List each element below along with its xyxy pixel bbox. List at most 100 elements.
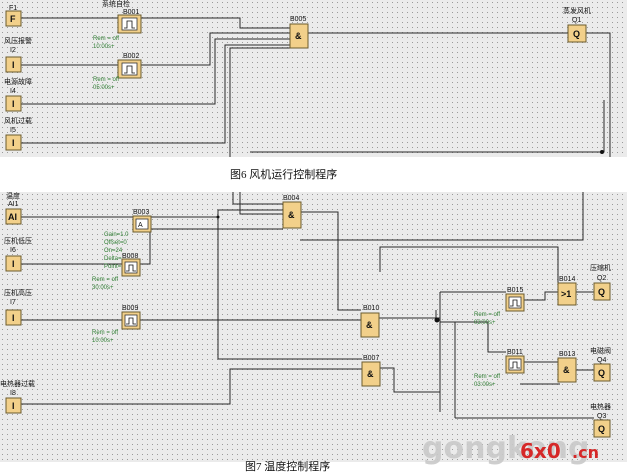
fig7-input-I7[interactable]: 压机高压 I7 I	[4, 288, 32, 326]
fig6-block-B002-param1: Rem = off	[93, 77, 119, 83]
fig6-output-Q1[interactable]: 蒸发风机 Q1 Q	[563, 6, 591, 43]
fig7-junction-dot	[434, 317, 440, 323]
fig7-block-B011[interactable]: B011 Rem = off 03:00s+	[474, 349, 525, 388]
fig7-output-Q3-name: 电热器	[590, 402, 611, 411]
fig6-block-B001[interactable]: 系统自检 B001 Rem = off 10:00s+	[93, 0, 142, 50]
pulse-icon	[126, 317, 136, 325]
fig7-block-B013-symbol: &	[563, 365, 570, 375]
fig6-block-B001-param2: 10:00s+	[93, 44, 115, 50]
fig6-junction-dot	[600, 150, 604, 154]
fig7-block-B009-param1: Rem = off	[92, 330, 118, 336]
watermark-logo: gongkong 6x0 .cn	[422, 431, 599, 466]
fig7-input-I8-id: I8	[10, 390, 16, 397]
fig7-output-Q4-symbol: Q	[598, 368, 605, 378]
pulse-icon	[510, 361, 520, 369]
fig6-input-F1[interactable]: F1 F	[5, 5, 22, 27]
fig7-block-B010[interactable]: B010 &	[360, 305, 380, 338]
fig7-block-B014-id: B014	[559, 276, 575, 283]
fig7-block-B013[interactable]: B013 &	[557, 351, 577, 383]
fig7-block-B004[interactable]: B004 &	[282, 195, 302, 229]
fig6-diagram: F1 F 风压报警 I2 I 电源故障 I4 I 风机过载 I5 I 系统自检 …	[4, 0, 611, 157]
fig7-block-B003-param-gain: Gain=1.0	[104, 232, 129, 238]
fig7-block-B010-id: B010	[363, 305, 379, 312]
fig7-output-Q2-symbol: Q	[598, 287, 605, 297]
fig7-block-B003[interactable]: B003 A Gain=1.0 Offset=0 On=24 Delta= Po…	[104, 209, 152, 270]
fig7-output-Q3[interactable]: 电热器 Q3 Q	[590, 402, 611, 438]
fig7-block-B009-param2: 10:00s+	[92, 338, 114, 344]
fig7-input-I8-symbol: I	[12, 401, 15, 411]
fig7-output-Q4-name: 电磁阀	[590, 346, 611, 355]
fig7-block-B014[interactable]: B014 >1	[557, 276, 577, 306]
fig7-block-B015[interactable]: B015 Rem = off 03:00s+	[474, 287, 525, 326]
fig7-block-B007-id: B007	[363, 355, 379, 362]
fig6-input-F1-symbol: F	[10, 14, 16, 24]
fig6-input-I4-id: I4	[10, 88, 16, 95]
fig7-output-Q2-name: 压缩机	[590, 263, 611, 272]
fig7-block-B015-param1: Rem = off	[474, 312, 500, 318]
fig7-input-I6-name: 压机低压	[4, 236, 32, 245]
fig6-input-I5-id: I5	[10, 127, 16, 134]
fig7-diagram: 温度 AI1 AI 压机低压 I6 I 压机高压 I7 I 电热器过载 I8 I…	[0, 191, 611, 466]
fig7-block-B003-param-point: Point=	[104, 264, 122, 270]
fig6-caption: 图6 风机运行控制程序	[230, 169, 338, 181]
fig6-block-B002-param2: 05:00s+	[93, 85, 115, 91]
fig7-output-Q3-id: Q3	[597, 413, 606, 420]
fig7-output-Q3-symbol: Q	[598, 424, 605, 434]
fig7-block-B007[interactable]: B007 &	[361, 355, 381, 387]
pulse-icon	[124, 65, 135, 74]
fig7-block-B015-id: B015	[507, 287, 523, 294]
fig7-block-B008-param2: 30:00s+	[92, 285, 114, 291]
fig7-input-I8-name: 电热器过载	[0, 379, 35, 388]
fig6-output-Q1-symbol: Q	[573, 29, 580, 39]
fig6-block-B005[interactable]: B005 &	[289, 16, 309, 49]
fig7-block-B011-param1: Rem = off	[474, 374, 500, 380]
fig7-input-AI1-symbol: AI	[8, 212, 17, 222]
fig7-block-B008[interactable]: B008 Rem = off 30:00s+	[92, 253, 141, 291]
fig6-input-I2[interactable]: 风压报警 I2 I	[4, 36, 32, 73]
fig6-input-I2-symbol: I	[12, 60, 15, 70]
fig7-block-B004-id: B004	[283, 195, 299, 202]
fig7-block-B003-param-delta: Delta=	[104, 256, 122, 262]
fig6-block-B002[interactable]: B002 Rem = off 05:00s+	[93, 53, 142, 91]
fig6-input-I2-id: I2	[10, 47, 16, 54]
fig6-block-B001-title: 系统自检	[102, 0, 130, 8]
fig7-input-I7-symbol: I	[12, 313, 15, 323]
fig6-wires	[21, 17, 611, 157]
fig7-block-B010-symbol: &	[366, 320, 373, 330]
fig6-block-B001-id: B001	[123, 9, 139, 16]
fig7-block-B008-id: B008	[122, 253, 138, 260]
fig7-input-I8[interactable]: 电热器过载 I8 I	[0, 379, 35, 414]
fig7-output-Q2-id: Q2	[597, 275, 606, 282]
fig6-block-B005-id: B005	[290, 16, 306, 23]
fig6-output-Q1-id: Q1	[572, 17, 581, 24]
fig6-input-I2-name: 风压报警	[4, 36, 32, 45]
fig6-output-Q1-name: 蒸发风机	[563, 6, 591, 15]
fig7-block-B011-param2: 03:00s+	[474, 382, 496, 388]
fig7-diagram-panel: 温度 AI1 AI 压机低压 I6 I 压机高压 I7 I 电热器过载 I8 I…	[0, 191, 627, 466]
fig7-input-I7-name: 压机高压	[4, 288, 32, 297]
fig6-block-B001-param1: Rem = off	[93, 36, 119, 42]
fig6-input-I5[interactable]: 风机过载 I5 I	[4, 116, 32, 151]
fig6-input-I5-symbol: I	[12, 138, 15, 148]
fig7-output-Q4-id: Q4	[597, 357, 606, 364]
fig7-block-B003-symbol: A	[138, 222, 143, 229]
fig7-input-AI1[interactable]: 温度 AI1 AI	[5, 191, 22, 225]
fig7-block-B003-param-on: On=24	[104, 248, 123, 254]
watermark-text-cn: .cn	[572, 443, 599, 462]
pulse-icon	[510, 299, 520, 307]
fig7-block-B015-param2: 03:00s+	[474, 320, 496, 326]
fig7-input-I6-symbol: I	[12, 259, 15, 269]
pulse-icon	[124, 20, 135, 29]
fig7-block-B009[interactable]: B009 Rem = off 10:00s+	[92, 305, 141, 344]
fig6-input-I4[interactable]: 电源故障 I4 I	[4, 77, 32, 112]
fig7-block-B003-id: B003	[133, 209, 149, 216]
fig7-output-Q2[interactable]: 压缩机 Q2 Q	[590, 263, 611, 301]
fig7-block-B007-symbol: &	[367, 369, 374, 379]
fig6-input-I5-name: 风机过载	[4, 116, 32, 125]
fig7-junction-dot	[216, 215, 220, 219]
fig7-input-I6[interactable]: 压机低压 I6 I	[4, 236, 32, 272]
fig7-block-B003-param-offset: Offset=0	[104, 240, 127, 246]
fig7-output-Q4[interactable]: 电磁阀 Q4 Q	[590, 346, 611, 382]
fig6-input-I4-name: 电源故障	[4, 77, 32, 86]
fig6-block-B005-symbol: &	[295, 31, 302, 41]
